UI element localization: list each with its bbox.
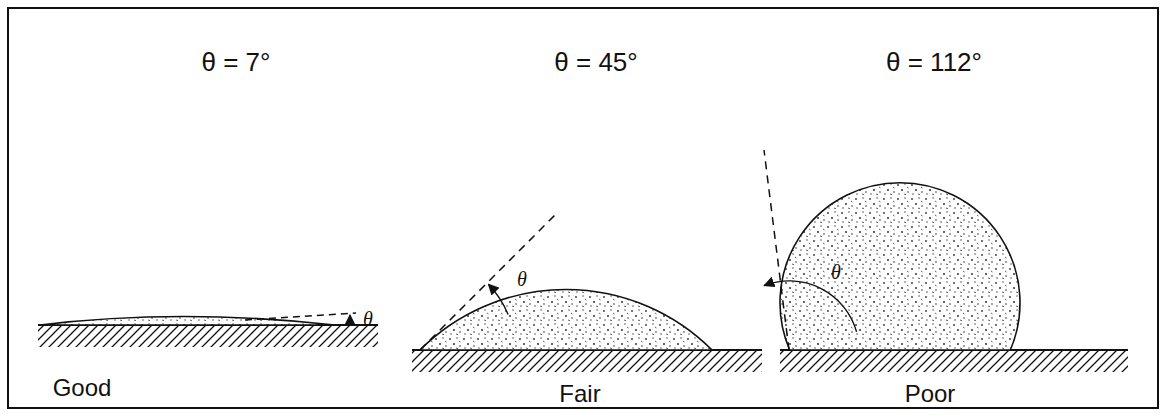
rating-label: Poor xyxy=(903,381,958,407)
angle-symbol: θ xyxy=(515,268,529,290)
tangent-line xyxy=(764,150,789,350)
angle-arrow xyxy=(349,315,350,325)
good-wetting-panel xyxy=(38,313,378,347)
liquid-drop xyxy=(780,183,1020,350)
rating-label: Fair xyxy=(557,381,602,407)
angle-heading: θ = 45° xyxy=(552,48,639,77)
frame xyxy=(8,8,1158,408)
substrate xyxy=(412,350,762,372)
angle-heading: θ = 112° xyxy=(884,48,984,77)
tangent-line xyxy=(245,313,356,320)
rating-label: Good xyxy=(51,375,114,401)
liquid-drop xyxy=(420,289,712,350)
tangent-line xyxy=(420,214,556,350)
angle-arrow xyxy=(764,281,856,332)
angle-arrow xyxy=(489,284,509,314)
angle-heading: θ = 7° xyxy=(200,48,273,77)
substrate xyxy=(38,325,378,347)
substrate xyxy=(780,350,1128,372)
angle-symbol: θ xyxy=(361,308,375,330)
angle-symbol: θ xyxy=(829,261,843,283)
liquid-film xyxy=(40,317,335,326)
poor-wetting-panel xyxy=(764,150,1128,372)
fair-wetting-panel xyxy=(412,214,762,372)
